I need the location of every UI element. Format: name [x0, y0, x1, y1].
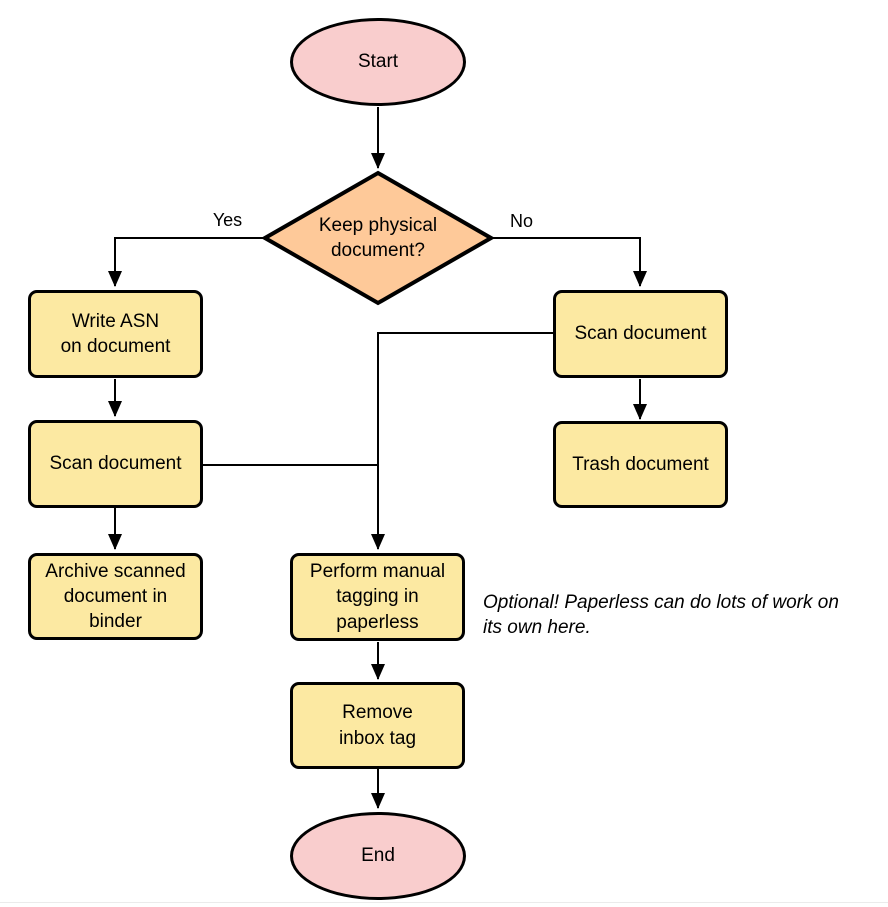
node-manual-tagging-label: Perform manual tagging in paperless	[309, 561, 446, 633]
node-write-asn-label: Write ASN on document	[60, 310, 171, 357]
edge-label-yes: Yes	[212, 210, 243, 230]
optional-note: Optional! Paperless can do lots of work …	[483, 592, 839, 638]
node-archive-binder-label: Archive scanned document in binder	[45, 560, 186, 633]
node-scan-document-left: Scan document	[28, 420, 203, 508]
node-scan-document-right: Scan document	[553, 290, 728, 378]
decision-diamond-shape	[262, 170, 494, 306]
edge-scan-right-to-tagging	[371, 332, 553, 550]
edge-decision-yes-to-write-asn	[108, 237, 264, 287]
node-end-label: End	[361, 845, 395, 867]
edge-decision-no-to-scan-right	[492, 237, 647, 287]
node-decision-label: Keep physical document?	[318, 214, 438, 261]
node-write-asn: Write ASN on document	[28, 290, 203, 378]
node-start-label: Start	[357, 51, 399, 73]
node-remove-inbox-tag-label: Remove inbox tag	[338, 702, 417, 749]
node-scan-document-left-label: Scan document	[49, 453, 182, 475]
node-archive-binder: Archive scanned document in binder	[28, 553, 203, 640]
node-scan-document-right-label: Scan document	[574, 323, 707, 345]
node-end: End	[290, 812, 466, 900]
node-remove-inbox-tag: Remove inbox tag	[290, 682, 465, 769]
page-divider	[0, 902, 888, 903]
node-start: Start	[290, 18, 466, 106]
node-trash-document: Trash document	[553, 421, 728, 508]
edge-label-no: No	[509, 211, 533, 231]
node-manual-tagging: Perform manual tagging in paperless	[290, 553, 465, 641]
node-decision: Keep physical document?	[262, 170, 494, 306]
node-trash-document-label: Trash document	[572, 453, 709, 475]
